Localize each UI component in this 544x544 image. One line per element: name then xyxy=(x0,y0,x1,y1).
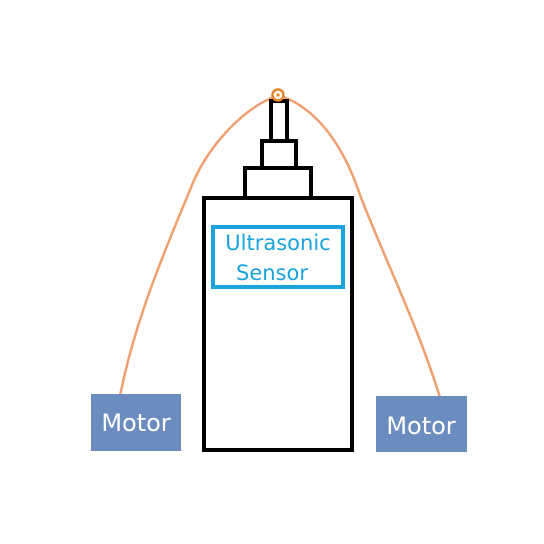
sensor-mast-rod xyxy=(269,99,289,143)
motor-left xyxy=(91,394,181,451)
motor-left-label: Motor xyxy=(101,409,170,437)
wire-left xyxy=(118,94,278,398)
wire-right xyxy=(279,94,444,406)
sensor-label-line1: Ultrasonic xyxy=(225,231,330,255)
sensor-mast-base xyxy=(243,166,313,200)
motor-right-label: Motor xyxy=(386,412,455,440)
ultrasonic-sensor-frame xyxy=(211,225,345,289)
pivot-point-center-icon xyxy=(276,93,280,97)
sensor-label-line2: Sensor xyxy=(236,261,308,285)
motor-right xyxy=(376,396,467,452)
sensor-mast-middle xyxy=(260,139,298,170)
